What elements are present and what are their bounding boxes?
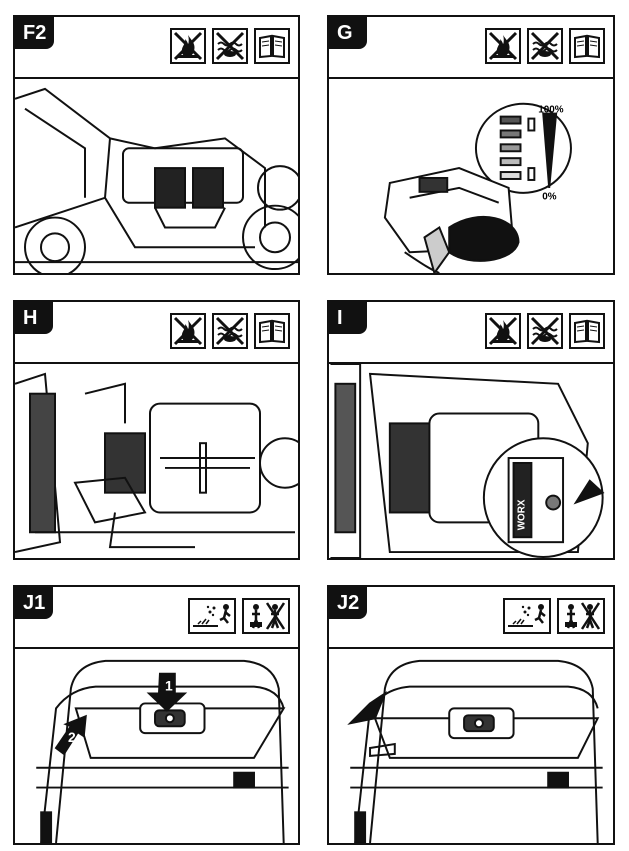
panel-header: F2 bbox=[15, 17, 298, 79]
battery-release-illustration: WORX bbox=[329, 364, 613, 558]
battery-charge-check-illustration: 100% 0% bbox=[329, 79, 613, 273]
no-fire-icon bbox=[170, 313, 206, 349]
no-water-icon bbox=[527, 313, 563, 349]
read-manual-icon bbox=[569, 28, 605, 64]
no-fire-icon bbox=[485, 313, 521, 349]
figure-panel-j1: J1 1 2 bbox=[13, 585, 300, 845]
figure-panel-j2: J2 bbox=[327, 585, 615, 845]
warning-icons bbox=[485, 313, 605, 349]
panel-header: J1 bbox=[15, 587, 298, 649]
figure-label: G bbox=[329, 17, 367, 49]
read-manual-icon bbox=[569, 313, 605, 349]
step-2-label: 2 bbox=[68, 729, 76, 745]
panel-header: G bbox=[329, 17, 613, 79]
debris-hazard-icon bbox=[503, 598, 551, 634]
keep-bystanders-away-icon bbox=[557, 598, 605, 634]
no-water-icon bbox=[212, 28, 248, 64]
figure-label: J2 bbox=[329, 587, 368, 619]
figure-panel-f2: F2 bbox=[13, 15, 300, 275]
warning-icons bbox=[188, 598, 290, 634]
warning-icons bbox=[485, 28, 605, 64]
figure-panel-h: H bbox=[13, 300, 300, 560]
gauge-empty-label: 0% bbox=[542, 192, 556, 203]
no-fire-icon bbox=[485, 28, 521, 64]
figure-label: I bbox=[329, 302, 367, 334]
panel-header: H bbox=[15, 302, 298, 364]
step-1-label: 1 bbox=[165, 678, 173, 694]
figure-label: H bbox=[15, 302, 53, 334]
gauge-full-label: 100% bbox=[538, 105, 563, 116]
no-fire-icon bbox=[170, 28, 206, 64]
no-water-icon bbox=[527, 28, 563, 64]
figure-panel-g: G 1 bbox=[327, 15, 615, 275]
panel-header: J2 bbox=[329, 587, 613, 649]
figure-label: J1 bbox=[15, 587, 54, 619]
start-switch-illustration: 1 2 bbox=[15, 649, 298, 843]
figure-label: F2 bbox=[15, 17, 55, 49]
read-manual-icon bbox=[254, 28, 290, 64]
warning-icons bbox=[503, 598, 605, 634]
mower-battery-install-illustration bbox=[15, 79, 298, 273]
keep-bystanders-away-icon bbox=[242, 598, 290, 634]
warning-icons bbox=[170, 28, 290, 64]
worx-brand-label: WORX bbox=[516, 499, 527, 530]
warning-icons bbox=[170, 313, 290, 349]
start-handle-pull-illustration bbox=[329, 649, 613, 843]
panel-header: I bbox=[329, 302, 613, 364]
no-water-icon bbox=[212, 313, 248, 349]
battery-installed-illustration bbox=[15, 364, 298, 558]
figure-panel-i: I WORX bbox=[327, 300, 615, 560]
read-manual-icon bbox=[254, 313, 290, 349]
debris-hazard-icon bbox=[188, 598, 236, 634]
